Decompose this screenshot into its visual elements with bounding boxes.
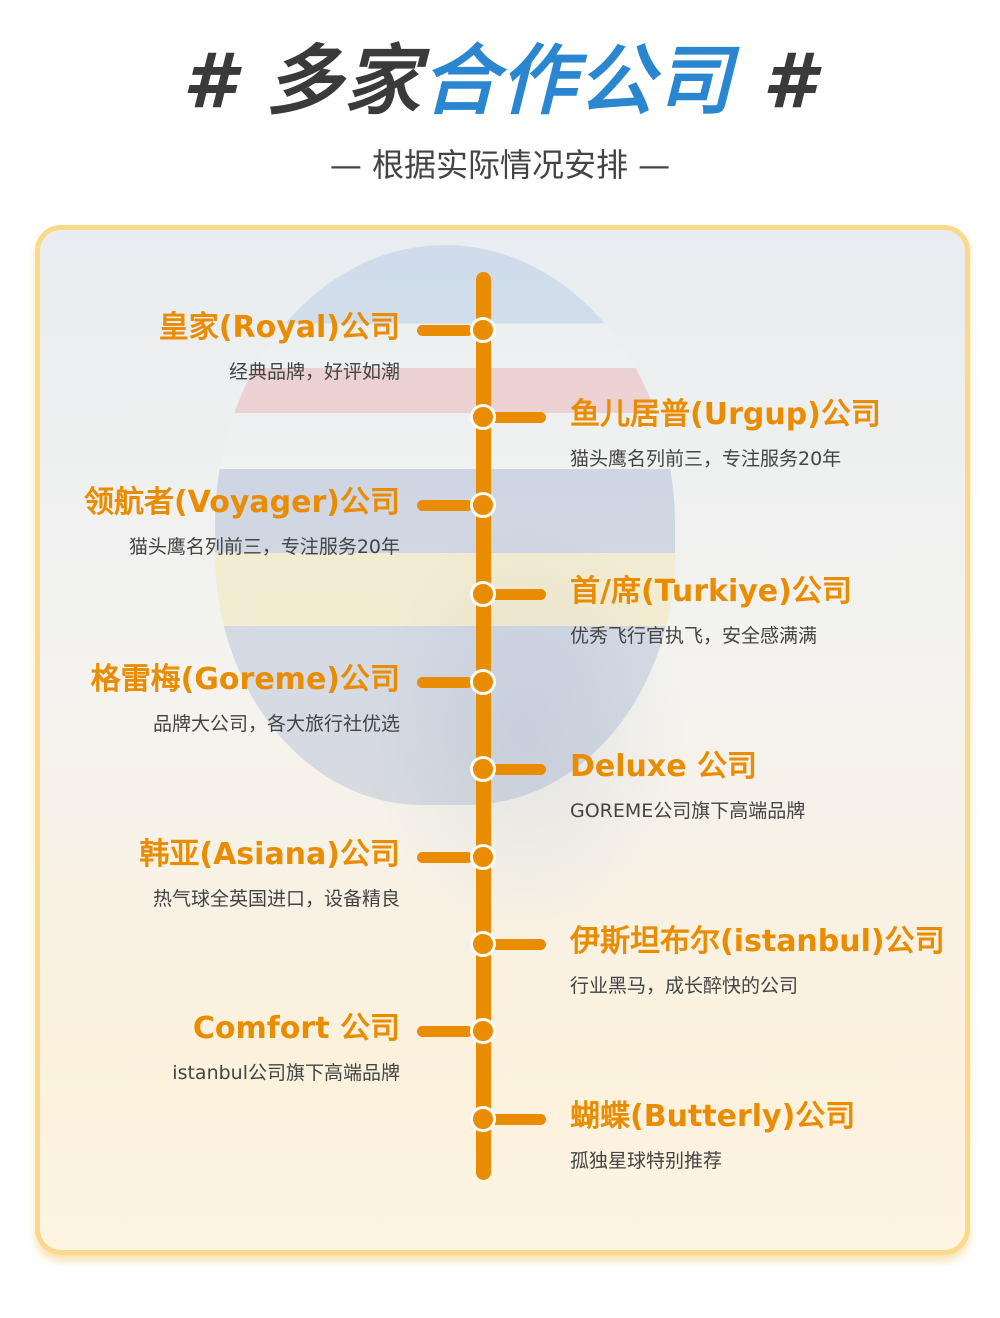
company-name: Deluxe 公司 [570, 749, 758, 784]
connector-bar [417, 500, 473, 511]
timeline-node-icon [470, 404, 496, 430]
connector-bar [417, 852, 473, 863]
page-subtitle: — 根据实际情况安排 — [329, 146, 671, 184]
timeline-node-icon [470, 317, 496, 343]
connector-bar [417, 677, 473, 688]
company-name: 鱼儿居普(Urgup)公司 [570, 397, 881, 432]
title-prefix: # 多家 [182, 36, 422, 125]
timeline-card [35, 225, 970, 1255]
timeline-node-icon [470, 492, 496, 518]
timeline-node-icon [470, 931, 496, 957]
balloon-background-image [215, 245, 675, 805]
company-description: 行业黑马，成长醉快的公司 [570, 975, 799, 997]
connector-bar [417, 1026, 473, 1037]
connector-bar [417, 325, 473, 336]
company-name: 蝴蝶(Butterly)公司 [570, 1099, 856, 1134]
company-description: istanbul公司旗下高端品牌 [172, 1062, 400, 1084]
company-name: 领航者(Voyager)公司 [83, 485, 400, 520]
timeline-node-icon [470, 669, 496, 695]
connector-bar [490, 939, 546, 950]
company-description: 优秀飞行官执飞，安全感满满 [570, 625, 818, 647]
timeline-node-icon [470, 756, 496, 782]
company-description: 热气球全英国进口，设备精良 [152, 888, 400, 910]
company-description: 孤独星球特别推荐 [570, 1150, 723, 1172]
company-name: Comfort 公司 [192, 1011, 400, 1046]
title-suffix: # [734, 36, 818, 125]
company-description: 经典品牌，好评如潮 [228, 361, 400, 383]
company-name: 皇家(Royal)公司 [158, 310, 400, 345]
connector-bar [490, 589, 546, 600]
company-description: 猫头鹰名列前三，专注服务20年 [570, 448, 842, 470]
page-title: # 多家合作公司 # [0, 36, 1000, 126]
timeline-node-icon [470, 844, 496, 870]
company-name: 伊斯坦布尔(istanbul)公司 [570, 924, 945, 959]
timeline-node-icon [470, 1106, 496, 1132]
timeline-node-icon [470, 581, 496, 607]
company-description: 品牌大公司，各大旅行社优选 [152, 713, 400, 735]
company-description: GOREME公司旗下高端品牌 [570, 800, 806, 822]
connector-bar [490, 412, 546, 423]
company-name: 首/席(Turkiye)公司 [570, 574, 852, 609]
company-name: 格雷梅(Goreme)公司 [90, 662, 400, 697]
title-highlight: 合作公司 [422, 36, 734, 125]
connector-bar [490, 1114, 546, 1125]
connector-bar [490, 764, 546, 775]
company-description: 猫头鹰名列前三，专注服务20年 [128, 536, 400, 558]
timeline-node-icon [470, 1018, 496, 1044]
company-name: 韩亚(Asiana)公司 [139, 837, 400, 872]
